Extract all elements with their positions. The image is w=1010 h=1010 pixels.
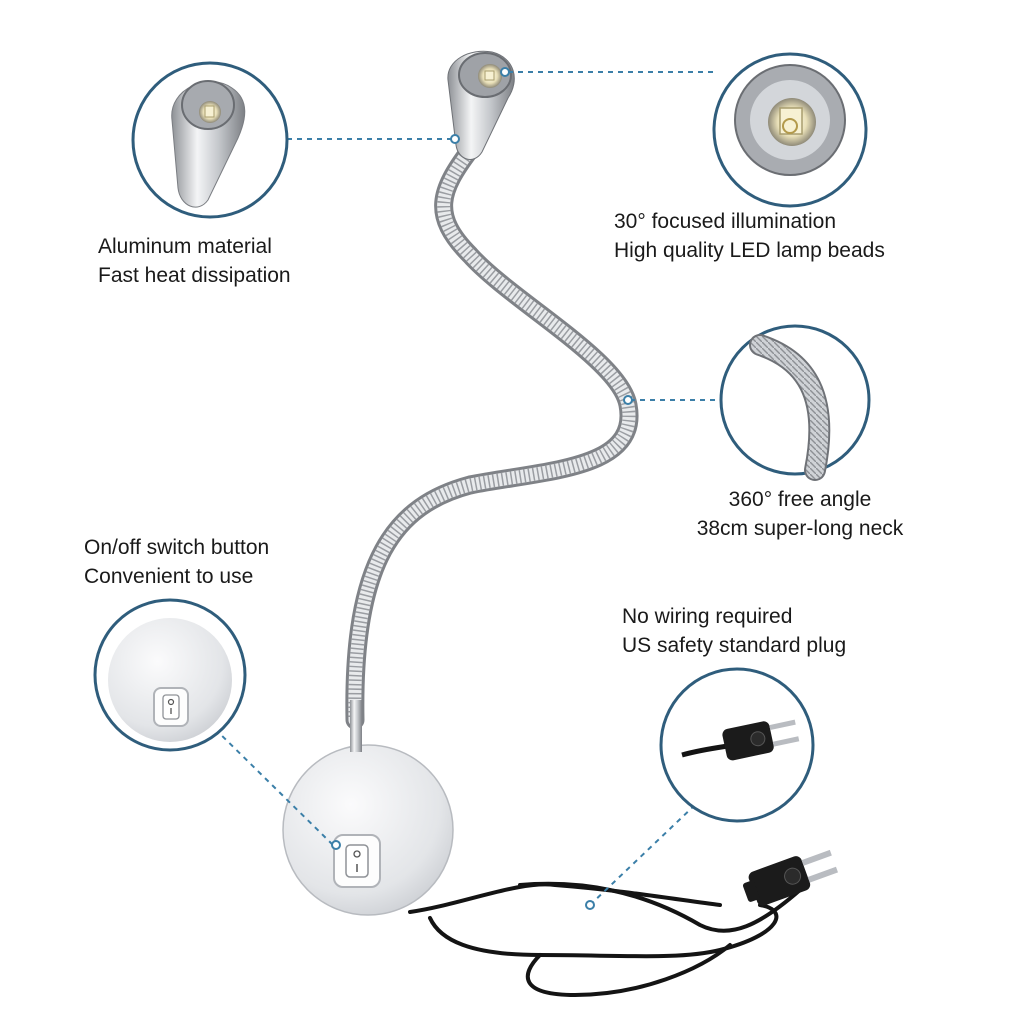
caption-line: On/off switch button [84, 536, 270, 559]
caption-line: 30° focused illumination [614, 210, 837, 233]
caption-line: Aluminum material [98, 235, 272, 258]
caption-line: US safety standard plug [622, 634, 847, 657]
leader-dots [331, 67, 633, 910]
callout-switch-zoom [93, 598, 247, 752]
power-cord [408, 881, 802, 998]
callout-led-zoom [712, 52, 868, 208]
callout-head-zoom [131, 61, 289, 219]
caption-line: 360° free angle [728, 488, 872, 511]
caption-line: Convenient to use [84, 565, 254, 588]
gooseneck [345, 140, 639, 730]
wall-plate [282, 700, 454, 916]
caption-line: High quality LED lamp beads [614, 239, 885, 262]
caption-line: Fast heat dissipation [98, 264, 291, 287]
caption-line: No wiring required [622, 605, 793, 628]
callout-neck-zoom [719, 324, 871, 481]
caption-plug: No wiring required US safety standard pl… [622, 602, 846, 660]
lamp-head [447, 50, 515, 160]
caption-illumination: 30° focused illumination High quality LE… [614, 207, 885, 265]
caption-line: 38cm super-long neck [696, 517, 904, 540]
caption-switch: On/off switch button Convenient to use [84, 533, 269, 591]
callout-plug-zoom [659, 667, 815, 823]
caption-head-material: Aluminum material Fast heat dissipation [98, 232, 291, 290]
main-plug [743, 849, 839, 906]
caption-neck: 360° free angle 38cm super-long neck [665, 485, 935, 543]
callout-leaders [207, 71, 722, 906]
